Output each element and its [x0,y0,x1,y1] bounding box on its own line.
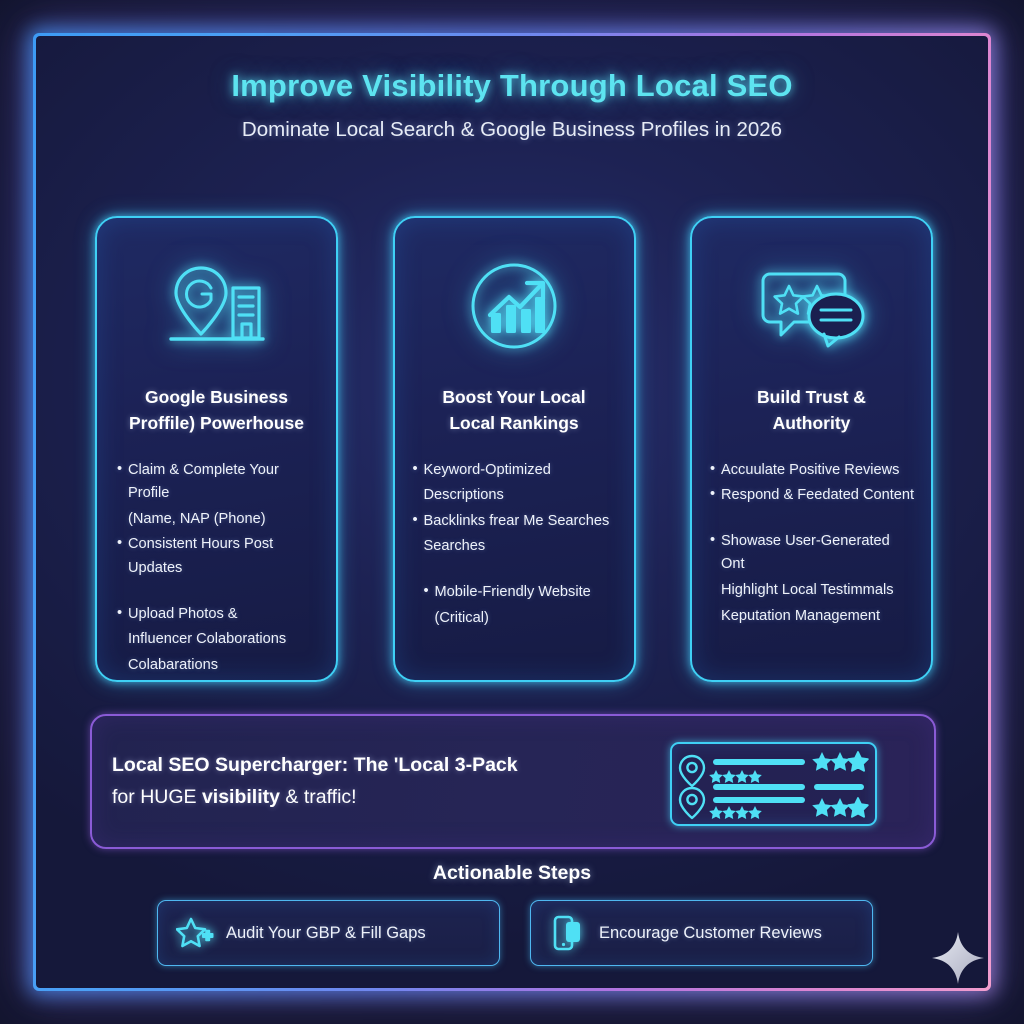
step-button-label: Audit Your GBP & Fill Gaps [226,923,426,942]
list-item: Respond & Feedated Content [710,483,917,508]
card-title: Boost Your Local Local Rankings [395,384,634,437]
card-title-line1: Google Business [145,387,288,407]
list-item: Consistent Hours Post Updates [117,532,322,580]
speech-bubbles-stars-icon [692,246,931,366]
list-item: Backlinks frear Me Searches [413,509,620,534]
header: Improve Visibility Through Local SEO Dom… [0,68,1024,142]
banner-line2-bold: visibility [201,785,280,808]
list-item: Influencer Colaborations [128,631,287,648]
card-title-line2: Local Rankings [449,413,579,434]
page-subtitle: Dominate Local Search & Google Business … [241,118,783,141]
card-bullet-list: Keyword-Optimized Descriptions Backlinks… [395,458,634,631]
list-item: Keputation Management [721,607,881,624]
step-button-encourage-reviews[interactable]: Encourage Customer Reviews [530,900,873,966]
list-item: Highlight Local Testimmals [721,582,894,599]
map-pin-google-building-icon [97,246,336,366]
card-title-line1: Build Trust & [757,387,866,407]
card-title-line2: Authority [772,413,851,434]
list-item: Upload Photos & [117,602,322,627]
banner-text: Local SEO Supercharger: The 'Local 3-Pac… [112,750,518,813]
card-title-line2: Proffile) Powerhouse [128,413,305,434]
list-item: Claim & Complete Your Profile [117,457,322,506]
highlight-banner: Local SEO Supercharger: The 'Local 3-Pac… [90,714,936,849]
card-bullet-list: Claim & Complete Your Profile (Name, NAP… [97,457,336,678]
list-item: Keyword-Optimized [413,458,620,483]
four-point-sparkle-icon [932,932,984,984]
list-item: Searches [423,538,486,555]
bar-chart-growth-circle-icon [395,246,634,366]
list-item: (Critical) [434,609,489,626]
actionable-steps-heading: Actionable Steps [432,862,592,884]
banner-line2-huge: HUGE [140,785,202,808]
card-title: Google Business Proffile) Powerhouse [97,384,336,437]
card-title-line1: Boost Your Local [442,387,586,407]
list-item: Showase User-Generated Ont [710,529,917,577]
star-plus-icon [174,916,216,950]
list-item: Descriptions [423,487,504,504]
banner-line2-tail: & traffic! [279,785,357,808]
card-boost-local-rankings[interactable]: Boost Your Local Local Rankings Keyword-… [392,216,636,682]
page-title: Improve Visibility Through Local SEO [231,68,793,103]
list-item: Mobile-Friendly Website [413,580,620,605]
list-item: (Name, NAP (Phone) [128,510,266,527]
card-google-business-profile[interactable]: Google Business Proffile) Powerhouse Cla… [95,216,338,682]
banner-line1-a: Local SEO Supercharger: The [112,753,394,776]
actionable-steps-row: Audit Your GBP & Fill Gaps Encourage Cus… [157,900,873,966]
card-title: Build Trust & Authority [692,384,931,437]
step-button-audit-gbp[interactable]: Audit Your GBP & Fill Gaps [157,900,500,966]
feature-cards-row: Google Business Proffile) Powerhouse Cla… [95,216,933,682]
list-item: Colabarations [128,656,219,673]
banner-line2-a: for [112,785,141,808]
card-bullet-list: Accuulate Positive Reviews Respond & Fee… [692,458,931,629]
step-button-label: Encourage Customer Reviews [599,923,822,942]
mobile-phone-icon [547,914,589,952]
banner-line1-quote: 'Local 3-Pack [393,753,518,776]
card-build-trust-authority[interactable]: Build Trust & Authority Accuulate Positi… [690,216,933,682]
local-pack-result-mockup-icon [670,742,877,826]
list-item: Accuulate Positive Reviews [710,458,917,483]
